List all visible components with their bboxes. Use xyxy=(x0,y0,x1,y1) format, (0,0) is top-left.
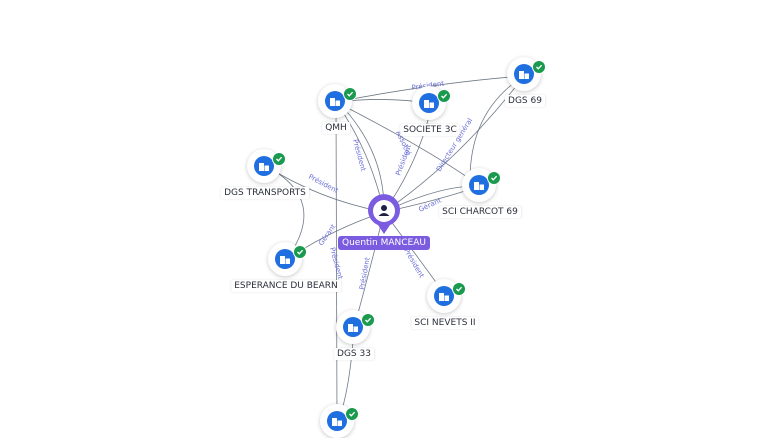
edge-label-president-6: Président xyxy=(328,246,344,280)
company-label: QMH xyxy=(322,122,350,134)
verified-check-icon xyxy=(452,282,466,296)
verified-check-icon xyxy=(293,245,307,259)
verified-check-icon xyxy=(487,171,501,185)
person-name-label: Quentin MANCEAU xyxy=(338,236,430,250)
company-label: DGS 33 xyxy=(334,348,374,360)
edge-label-president-4: Président xyxy=(307,173,340,196)
edge-qmh-bottom xyxy=(335,101,338,423)
edge-label-president-5: Président xyxy=(358,257,372,291)
company-building-icon xyxy=(336,310,370,344)
company-label: SCI CHARCOT 69 xyxy=(439,206,521,218)
company-label: SCI NEVETS II xyxy=(411,317,479,329)
verified-check-icon xyxy=(532,60,546,74)
verified-check-icon xyxy=(345,407,359,421)
edge-dgs69-scicharcot xyxy=(469,75,525,181)
company-label: SOCIETE 3C xyxy=(400,124,460,136)
company-building-icon xyxy=(427,279,461,313)
company-label: DGS TRANSPORTS xyxy=(221,187,309,199)
verified-check-icon xyxy=(272,152,286,166)
verified-check-icon xyxy=(437,89,451,103)
company-label: DGS 69 xyxy=(505,95,545,107)
edge-label-president-1: Président xyxy=(351,138,367,172)
verified-check-icon xyxy=(343,87,357,101)
edge-qmh-dgs69 xyxy=(335,75,525,103)
company-label: ESPERANCE DU BEARN xyxy=(231,280,341,292)
verified-check-icon xyxy=(361,313,375,327)
company-building-icon xyxy=(507,57,541,91)
person-pin-icon xyxy=(368,194,400,234)
edge-label-gerant-2: Gérant xyxy=(317,223,338,248)
